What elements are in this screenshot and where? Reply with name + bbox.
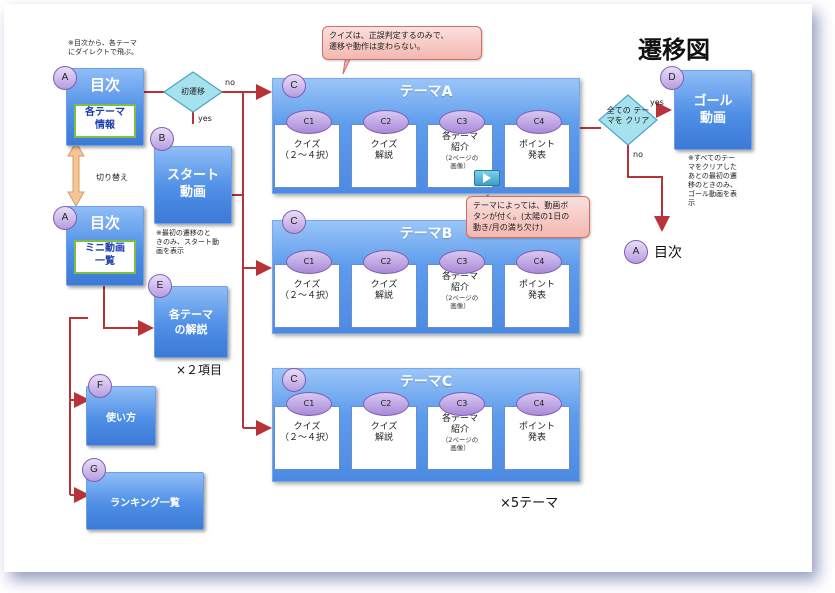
letter-a-mid: A [53,206,77,230]
letter-a-end: A [624,240,648,264]
note-goal: ※すべてのテー マをクリアした あとの最初の遷 移のときのみ、 ゴール動画を表 … [688,154,737,207]
theme-b-card-4[interactable]: ポイント 発表 [504,264,570,328]
theme-c-card-4-text: ポイント 発表 [518,422,555,443]
theme-b-card-3-small: （2ページの 画像） [441,294,479,310]
node-d-title: ゴール 動画 [693,94,733,126]
theme-b-card-1[interactable]: クイズ （２～４択） [274,264,340,328]
node-a-top-inner[interactable]: 各テーマ 情報 [74,104,136,138]
theme-a-oval-4: C4 [516,110,562,134]
theme-c-card-3[interactable]: 各テーマ 紹介（2ページの 画像） [427,406,493,470]
node-a-mid-inner[interactable]: ミニ動画 一覧 [74,240,136,274]
node-b-title: スタート 動画 [166,168,219,200]
callout-movie: テーマによっては、動画ボ タンが付く。(太陽の1日の 動き/月の満ち欠け) [466,196,590,238]
theme-b-card-1-text: クイズ （２～４択） [279,280,334,301]
theme-a-card-3-small: （2ページの 画像） [441,154,479,170]
theme-b-letter: C [282,210,306,234]
note-x5: ×5テーマ [500,496,559,511]
theme-a-oval-1: C1 [286,110,332,134]
letter-b: B [150,127,174,151]
letter-e: E [148,274,172,298]
theme-a-title: テーマA [399,84,453,100]
theme-c-card-1[interactable]: クイズ （２～４択） [274,406,340,470]
edge-label-no-1: no [225,78,235,87]
theme-b-oval-2: C2 [363,250,409,274]
theme-a-letter: C [282,74,306,98]
theme-a-oval-2: C2 [363,110,409,134]
theme-c-card-3-small: （2ページの 画像） [441,436,479,452]
theme-b-oval-1: C1 [286,250,332,274]
theme-c-card-3-text: 各テーマ 紹介 [441,414,478,435]
letter-a-top: A [53,66,77,90]
theme-b-card-3-text: 各テーマ 紹介 [441,272,478,293]
letter-d: D [660,66,684,90]
node-a-top-title: 目次 [89,76,120,94]
theme-b-card-2[interactable]: クイズ 解説 [351,264,417,328]
theme-c-title: テーマC [399,374,453,390]
node-b[interactable]: スタート 動画 [154,146,232,224]
theme-b-card-4-text: ポイント 発表 [518,280,555,301]
theme-c-oval-2: C2 [363,392,409,416]
node-a-mid-title: 目次 [89,214,120,232]
letter-f: F [88,374,112,398]
theme-b-oval-4: C4 [516,250,562,274]
node-a-end-title[interactable]: 目次 [654,245,682,261]
node-f-title: 使い方 [106,413,136,424]
theme-a-oval-3: C3 [439,110,485,134]
node-e[interactable]: 各テーマ の解説 [154,286,228,358]
play-triangle-icon [483,173,491,183]
theme-c-card-2[interactable]: クイズ 解説 [351,406,417,470]
theme-c-card-1-text: クイズ （２～４択） [279,422,334,443]
callout-quiz: クイズは、正誤判定するのみで、 遷移や動作は変わらない。 [322,26,482,60]
edge-label-yes-1: yes [198,114,212,123]
node-e-title: 各テーマ の解説 [169,308,213,336]
theme-a-card-4-text: ポイント 発表 [518,140,555,161]
theme-a-card-1[interactable]: クイズ （２～４択） [274,124,340,188]
theme-b-card-2-text: クイズ 解説 [370,280,398,301]
play-button-icon[interactable] [474,170,500,186]
theme-b-card-3[interactable]: 各テーマ 紹介（2ページの 画像） [427,264,493,328]
theme-c-oval-3: C3 [439,392,485,416]
note-x2: ×２項目 [176,363,223,377]
theme-a-card-3[interactable]: 各テーマ 紹介（2ページの 画像） [427,124,493,188]
theme-c-letter: C [282,368,306,392]
node-d[interactable]: ゴール 動画 [674,70,752,150]
node-g-title: ランキング一覧 [110,498,180,509]
decision-first-label: 初遷移 [181,87,205,96]
theme-c-card-2-text: クイズ 解説 [370,422,398,443]
note-top: ※目次から、各テーマ にダイレクトで飛ぶ。 [68,39,138,56]
page-title: 遷移図 [638,36,710,64]
edge-label-no-2: no [633,150,643,159]
theme-c-oval-1: C1 [286,392,332,416]
switch-label: 切り替え [96,173,128,182]
theme-b-oval-3: C3 [439,250,485,274]
node-g[interactable]: ランキング一覧 [86,472,204,530]
letter-g: G [82,458,106,482]
theme-a-card-3-text: 各テーマ 紹介 [441,132,478,153]
note-start: ※最初の遷移のと きのみ、スタート動 画を表示 [156,229,219,255]
theme-c-oval-4: C4 [516,392,562,416]
edge-label-yes-2: yes [650,98,664,107]
theme-a-card-2-text: クイズ 解説 [370,140,398,161]
theme-b-title: テーマB [399,226,453,242]
theme-a-card-1-text: クイズ （２～４択） [279,140,334,161]
decision-all-clear-label: 全ての テーマを クリア [606,106,650,125]
